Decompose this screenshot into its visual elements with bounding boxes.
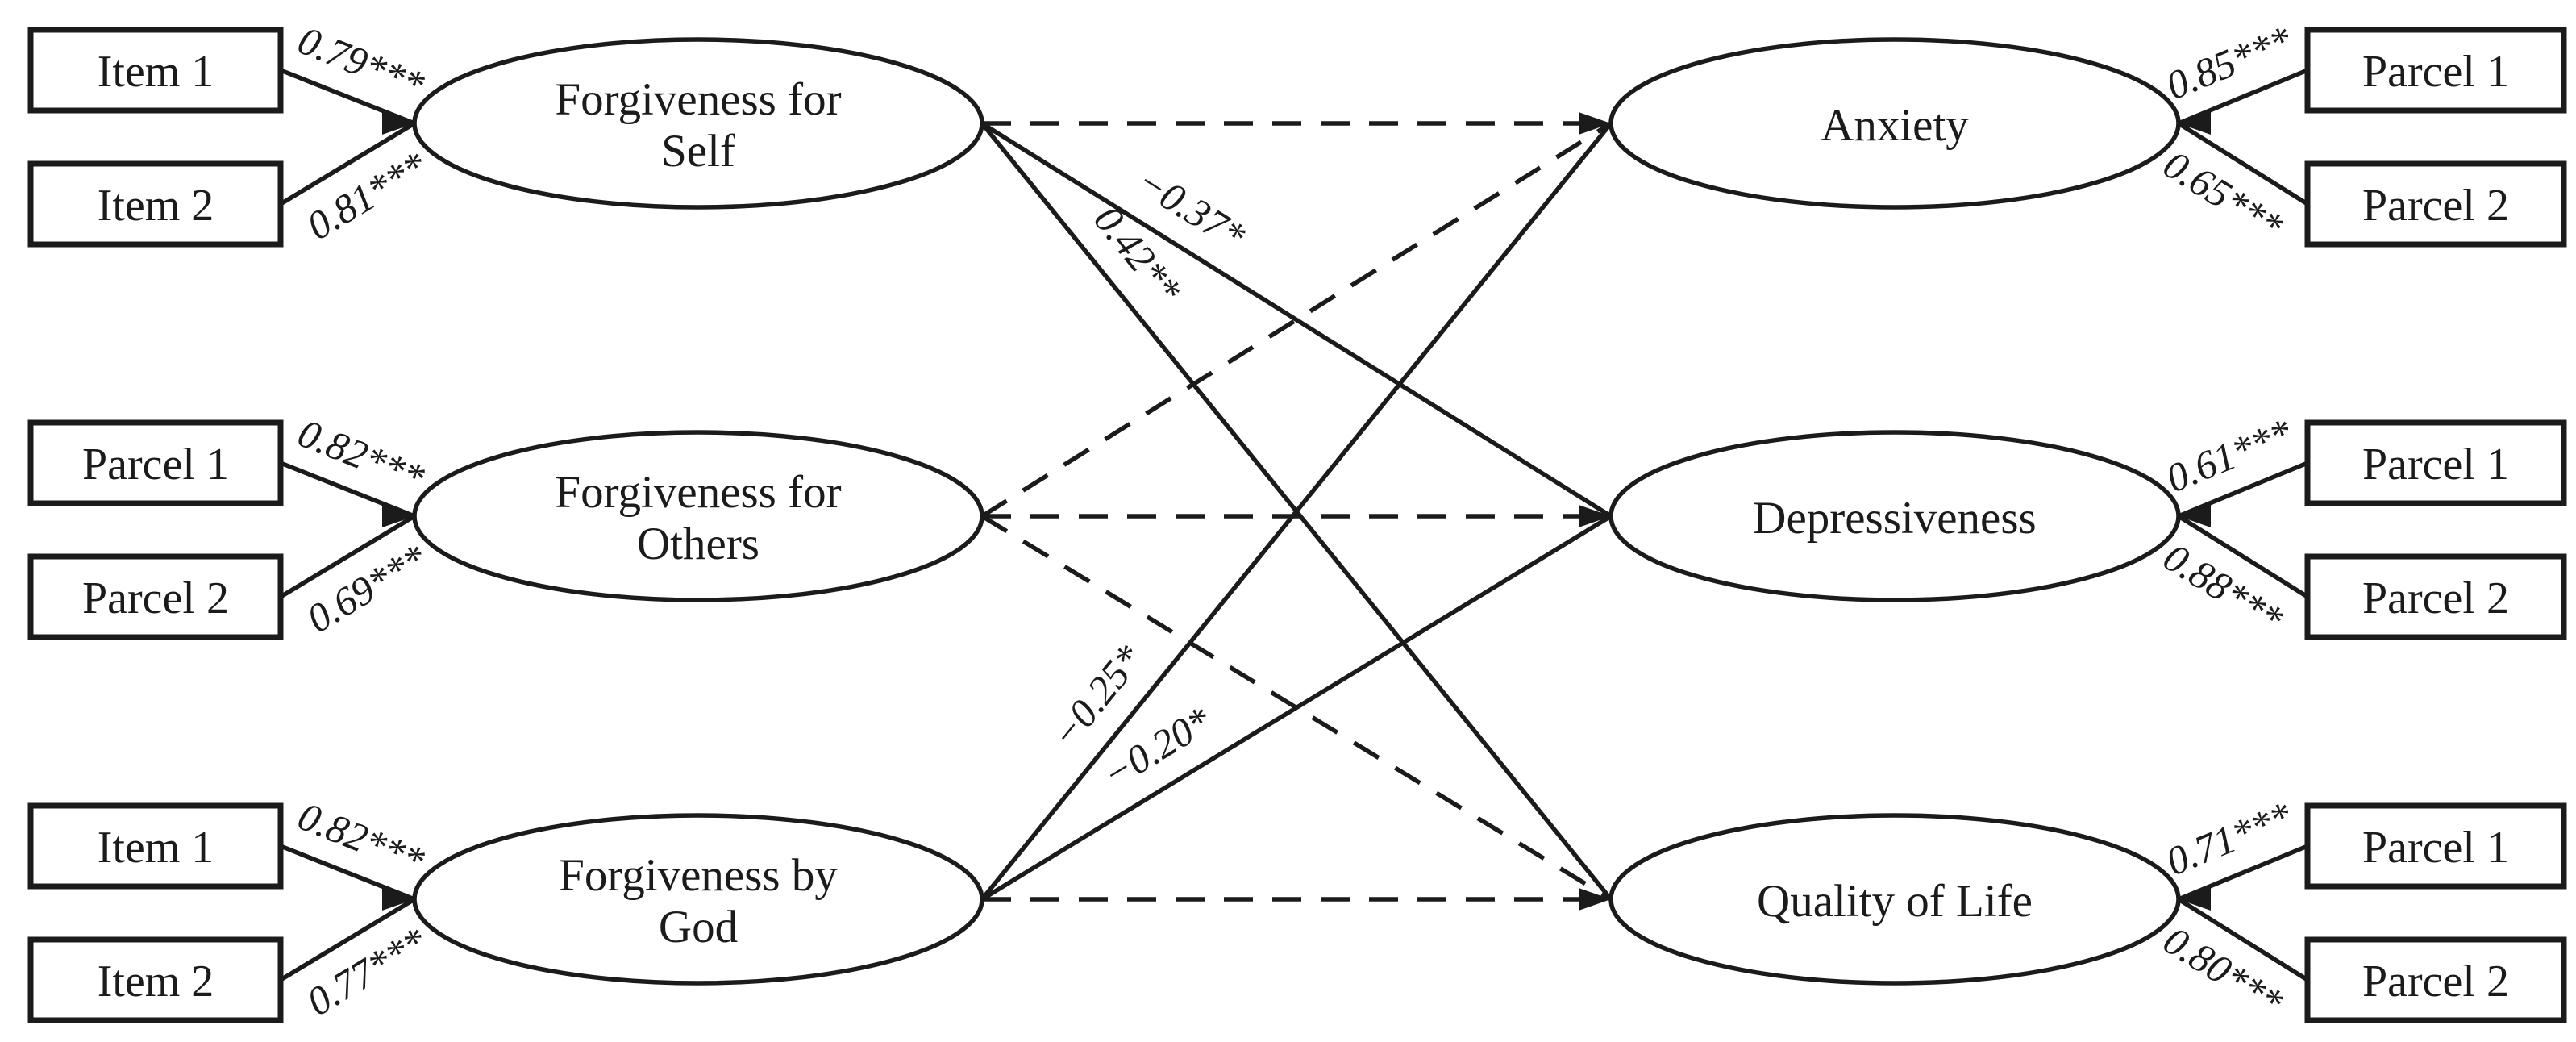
loading-arrow-depressiveness-1 [2177, 461, 2309, 519]
loading-value-qol-1: 0.71*** [2160, 793, 2299, 885]
indicator-label-anxiety-2: Parcel 2 [2362, 181, 2509, 231]
indicator-label-qol-2: Parcel 2 [2362, 957, 2509, 1007]
loading-arrow-god-2 [279, 897, 416, 982]
indicator-label-god-2: Item 2 [98, 957, 214, 1007]
indicator-box-anxiety-2 [2304, 160, 2567, 248]
latent-label-qol: Quality of Life [1757, 876, 2033, 927]
latent-label-depressiveness: Depressiveness [1753, 493, 2036, 544]
indicator-label-depressiveness-1: Parcel 1 [2362, 440, 2509, 490]
indicator-label-self-2: Item 2 [98, 181, 214, 231]
loading-value-anxiety-2: 0.65*** [2156, 141, 2291, 249]
indicator-box-qol-2 [2304, 936, 2567, 1023]
loading-arrow-others-2 [279, 514, 416, 599]
loading-arrow-qol-2 [2177, 897, 2309, 982]
loading-value-others-2: 0.69*** [299, 535, 435, 641]
loading-arrow-god-1 [279, 844, 416, 902]
indicator-label-god-1: Item 1 [98, 823, 214, 873]
nodes-layer [27, 27, 2567, 1023]
indicator-box-others-2 [27, 553, 284, 640]
path-god-anxiety [980, 122, 1613, 901]
latent-label-anxiety: Anxiety [1821, 100, 1969, 151]
indicator-label-others-2: Parcel 2 [82, 573, 229, 623]
indicator-label-qol-1: Parcel 1 [2362, 823, 2509, 873]
measurement-arrowhead-icon-qol [2179, 888, 2211, 911]
loading-value-qol-2: 0.80*** [2156, 917, 2291, 1025]
measurement-arrowhead-icon-others [382, 505, 414, 527]
loading-arrow-qol-1 [2177, 844, 2309, 902]
loading-value-god-1: 0.82*** [292, 793, 431, 883]
loading-value-self-1: 0.79*** [292, 17, 431, 107]
path-coefficient-god-depressiveness: −0.20* [1095, 698, 1219, 798]
loading-value-depressiveness-1: 0.61*** [2160, 410, 2299, 502]
indicator-box-god-2 [27, 936, 284, 1023]
indicator-label-others-1: Parcel 1 [82, 440, 229, 490]
loading-value-god-2: 0.77*** [299, 918, 435, 1024]
loading-value-others-1: 0.82*** [292, 410, 431, 500]
loading-arrow-others-1 [279, 461, 416, 519]
structural-arrowhead-icon-depressiveness [1579, 505, 1611, 527]
indicator-box-anxiety-1 [2304, 27, 2567, 114]
loading-arrow-anxiety-2 [2177, 121, 2309, 206]
path-others-anxiety [980, 121, 1613, 519]
indicator-box-others-1 [27, 419, 284, 506]
loading-value-anxiety-1: 0.85*** [2160, 17, 2299, 109]
edges-layer [279, 68, 2309, 982]
measurement-arrowhead-icon-anxiety [2179, 112, 2211, 135]
indicator-label-depressiveness-2: Parcel 2 [2362, 573, 2509, 623]
indicator-box-god-1 [27, 802, 284, 890]
indicator-box-depressiveness-2 [2304, 553, 2567, 640]
loading-value-depressiveness-2: 0.88*** [2156, 534, 2291, 642]
path-god-depressiveness [980, 514, 1613, 902]
loading-arrow-self-2 [279, 121, 416, 206]
indicator-box-qol-1 [2304, 802, 2567, 890]
indicator-box-depressiveness-1 [2304, 419, 2567, 506]
indicator-box-self-1 [27, 27, 284, 114]
structural-arrowhead-icon-anxiety [1579, 112, 1611, 135]
loading-value-self-2: 0.81*** [299, 142, 435, 248]
path-others-qol [980, 514, 1613, 902]
loading-arrow-self-1 [279, 68, 416, 126]
path-self-depressiveness [980, 121, 1613, 519]
indicator-box-self-2 [27, 160, 284, 248]
measurement-arrowhead-icon-depressiveness [2179, 505, 2211, 527]
loading-arrow-anxiety-1 [2177, 68, 2309, 126]
structural-arrowhead-icon-qol [1579, 888, 1611, 911]
indicator-label-self-1: Item 1 [98, 47, 214, 97]
loading-arrow-depressiveness-2 [2177, 514, 2309, 599]
measurement-arrowhead-icon-self [382, 112, 414, 135]
indicator-label-anxiety-1: Parcel 1 [2362, 47, 2509, 97]
measurement-arrowhead-icon-god [382, 888, 414, 911]
